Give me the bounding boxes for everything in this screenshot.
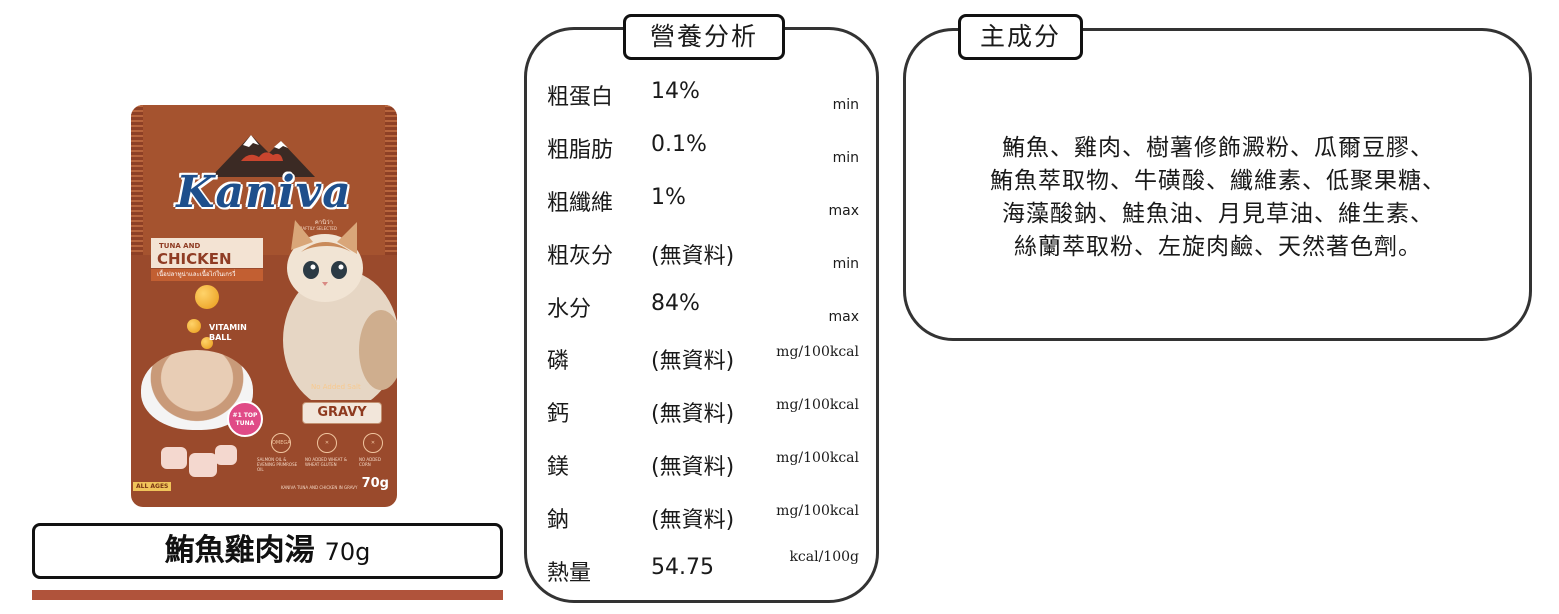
nutrient-unit: min xyxy=(832,97,859,113)
nutrient-value: 84% xyxy=(651,291,700,316)
pouch-header-band xyxy=(131,105,397,255)
vitamin-ball-small-icon xyxy=(187,319,201,333)
flavor-thai: เนื้อปลาทูน่าและเนื้อไก่ในเกรวี่ xyxy=(151,269,263,281)
nutrient-name: 粗灰分 xyxy=(547,244,614,269)
chicken-piece-image xyxy=(161,447,187,469)
product-name-underline xyxy=(32,590,503,600)
omega-icon: OMEGA xyxy=(271,433,291,453)
ingredients-line: 鮪魚、雞肉、樹薯修飾澱粉、瓜爾豆膠、 xyxy=(1002,135,1434,161)
nutrient-name: 磷 xyxy=(547,349,570,374)
brand-tagline: CRAFTILY SELECTED xyxy=(296,226,337,231)
nutrition-row: 粗纖維 1% max xyxy=(547,185,859,225)
product-name: 鮪魚雞肉湯 xyxy=(164,533,315,568)
nutrition-row: 水分 84% max xyxy=(547,291,859,331)
nutrient-value: (無資料) xyxy=(651,349,735,374)
ingredients-title: 主成分 xyxy=(958,14,1083,60)
nutrient-value: 0.1% xyxy=(651,132,707,157)
badge-line2: TUNA xyxy=(235,420,255,427)
nutrient-unit: mg/100kcal xyxy=(776,397,859,413)
nutrient-name: 粗蛋白 xyxy=(547,85,614,110)
nutrient-value: (無資料) xyxy=(651,244,735,269)
nutrient-value: 1% xyxy=(651,185,686,210)
ingredients-panel xyxy=(903,28,1532,341)
nutrient-name: 鈉 xyxy=(547,508,570,533)
ingredients-line: 絲蘭萃取粉、左旋肉鹼、天然著色劑。 xyxy=(1014,234,1422,260)
product-pouch-image: Kaniva คานิว่า CRAFTILY SELECTED TUNA AN… xyxy=(131,105,397,507)
nutrition-row: 粗灰分 (無資料) min xyxy=(547,238,859,278)
nutrient-name: 水分 xyxy=(547,297,592,322)
top-tuna-badge: #1 TOP TUNA xyxy=(227,401,263,437)
nutrition-title: 營養分析 xyxy=(623,14,785,60)
product-name-box: 鮪魚雞肉湯 70g xyxy=(32,523,503,579)
pouch-bottom-text: KANIVA TUNA AND CHICKEN IN GRAVY xyxy=(281,485,358,490)
icon-caption-oil: SALMON OIL & EVENING PRIMROSE OIL xyxy=(257,457,298,472)
nutrient-name: 鎂 xyxy=(547,455,570,480)
flavor-large: CHICKEN xyxy=(157,250,232,268)
nutrient-unit: min xyxy=(832,256,859,272)
ingredients-line: 海藻酸鈉、鮭魚油、月見草油、維生素、 xyxy=(1002,201,1434,227)
nutrient-unit: mg/100kcal xyxy=(776,503,859,519)
nutrient-value: (無資料) xyxy=(651,508,735,533)
vitamin-line2: BALL xyxy=(209,333,232,342)
mountain-logo-icon xyxy=(211,135,315,177)
nutrition-row: 鈣 (無資料) mg/100kcal xyxy=(547,396,859,436)
nutrient-unit: mg/100kcal xyxy=(776,344,859,360)
nutrition-row: 粗蛋白 14% min xyxy=(547,79,859,119)
nutrient-unit: mg/100kcal xyxy=(776,450,859,466)
chicken-piece-image xyxy=(215,445,237,465)
nutrition-row: 鈉 (無資料) mg/100kcal xyxy=(547,502,859,542)
cat-illustration xyxy=(283,220,397,400)
flavor-label-box xyxy=(151,238,263,268)
gravy-label: GRAVY xyxy=(302,402,382,424)
nutrient-value: 14% xyxy=(651,79,700,104)
no-added-salt-label: No Added Salt xyxy=(311,383,361,391)
nutrition-row: 鎂 (無資料) mg/100kcal xyxy=(547,449,859,489)
nutrient-unit: min xyxy=(832,150,859,166)
brand-logo: Kaniva xyxy=(176,167,352,218)
nutrient-name: 粗纖維 xyxy=(547,191,614,216)
no-corn-icon: ✕ xyxy=(363,433,383,453)
icon-caption-corn: NO ADDED CORN xyxy=(359,457,381,467)
nutrient-value: (無資料) xyxy=(651,455,735,480)
chicken-piece-image xyxy=(189,453,217,477)
vitamin-label: VITAMIN BALL xyxy=(209,323,247,343)
nutrient-unit: max xyxy=(828,203,859,219)
nutrient-value: 54.75 xyxy=(651,555,714,580)
all-ages-label: ALL AGES xyxy=(133,482,172,491)
pouch-weight: 70g xyxy=(361,476,389,491)
vitamin-line1: VITAMIN xyxy=(209,323,247,332)
ingredients-line: 鮪魚萃取物、牛磺酸、纖維素、低聚果糖、 xyxy=(990,168,1446,194)
nutrient-name: 熱量 xyxy=(547,561,592,586)
icon-caption-wheat: NO ADDED WHEAT & WHEAT GLUTEN xyxy=(305,457,347,467)
flavor-small: TUNA AND xyxy=(159,242,201,250)
nutrient-name: 粗脂肪 xyxy=(547,138,614,163)
nutrient-unit: max xyxy=(828,309,859,325)
nutrient-unit: kcal/100g xyxy=(789,549,859,565)
nutrition-row: 粗脂肪 0.1% min xyxy=(547,132,859,172)
nutrition-row: 熱量 54.75 kcal/100g xyxy=(547,549,859,595)
brand-thai: คานิว่า xyxy=(314,219,333,226)
vitamin-ball-small-icon xyxy=(201,337,213,349)
nutrient-value: (無資料) xyxy=(651,402,735,427)
badge-line1: #1 TOP xyxy=(232,412,258,419)
ingredients-text: 鮪魚、雞肉、樹薯修飾澱粉、瓜爾豆膠、 鮪魚萃取物、牛磺酸、纖維素、低聚果糖、 海… xyxy=(933,132,1503,264)
nutrition-row: 磷 (無資料) mg/100kcal xyxy=(547,343,859,383)
vitamin-ball-icon xyxy=(195,285,219,309)
nutrient-name: 鈣 xyxy=(547,402,570,427)
product-weight: 70g xyxy=(324,538,371,566)
no-wheat-icon: ✕ xyxy=(317,433,337,453)
